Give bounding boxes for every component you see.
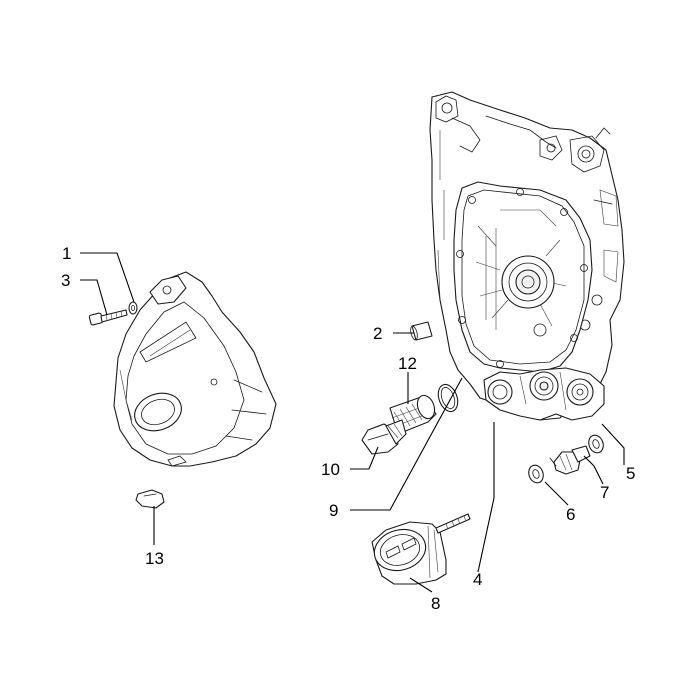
callout-8: 8 bbox=[431, 594, 440, 613]
callout-labels: 1 2 3 4 5 6 7 8 9 10 12 13 bbox=[61, 244, 635, 613]
leader-6 bbox=[544, 481, 569, 506]
rubber-plug bbox=[135, 489, 165, 509]
cover-washer bbox=[128, 301, 138, 315]
small-washer bbox=[588, 434, 604, 454]
leader-9 bbox=[350, 377, 463, 511]
sensor-washer bbox=[528, 464, 544, 484]
callout-6: 6 bbox=[566, 505, 575, 524]
callout-12: 12 bbox=[398, 354, 417, 373]
dowel-pin bbox=[410, 321, 433, 341]
callout-5: 5 bbox=[626, 464, 635, 483]
o-ring bbox=[437, 383, 459, 413]
leader-3 bbox=[80, 279, 108, 316]
drain-plug bbox=[361, 419, 407, 455]
pressure-sensor bbox=[549, 445, 591, 475]
leader-8 bbox=[409, 577, 433, 593]
callout-1: 1 bbox=[62, 244, 71, 263]
callout-9: 9 bbox=[329, 501, 338, 520]
callout-2: 2 bbox=[373, 324, 382, 343]
callout-13: 13 bbox=[145, 549, 164, 568]
callout-3: 3 bbox=[61, 271, 70, 290]
cover-bolt bbox=[88, 309, 128, 326]
crankcase-housing bbox=[429, 91, 625, 421]
callout-4: 4 bbox=[473, 570, 482, 589]
leader-4 bbox=[477, 422, 495, 573]
leader-lines bbox=[80, 252, 625, 593]
oil-filter bbox=[371, 521, 447, 585]
callout-7: 7 bbox=[600, 483, 609, 502]
flywheel-cover bbox=[113, 271, 277, 467]
leader-5 bbox=[601, 423, 625, 465]
leader-7 bbox=[583, 455, 604, 485]
filter-stud bbox=[435, 513, 471, 534]
callout-10: 10 bbox=[321, 460, 340, 479]
leader-10 bbox=[350, 446, 379, 470]
leader-1 bbox=[80, 252, 135, 303]
